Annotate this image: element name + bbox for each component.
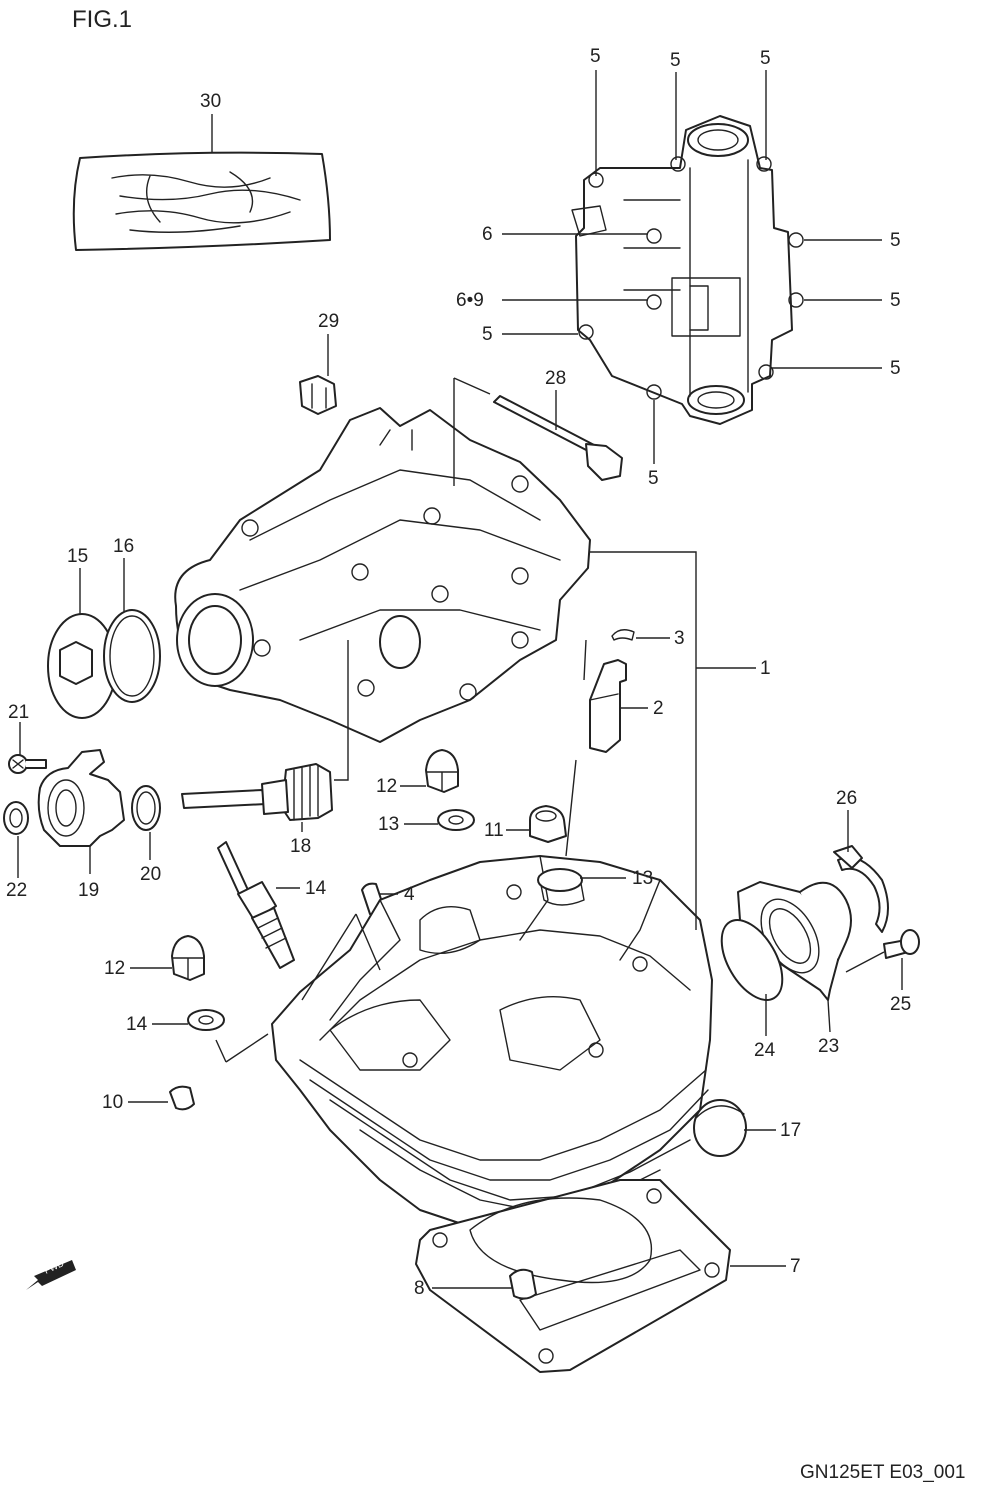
figure-title: FIG.1: [72, 6, 132, 33]
leader-lines: [17, 70, 903, 1289]
washer-14-upper: [437, 809, 475, 831]
callout-15: 14: [305, 878, 327, 899]
callout-6-9: 6•9: [456, 290, 484, 311]
callout-25: 24: [754, 1040, 776, 1061]
callout-5-h: 5: [648, 468, 659, 489]
o-ring-13: [537, 868, 583, 892]
callout-18: 17: [780, 1120, 801, 1141]
callout-5-a: 5: [590, 46, 601, 67]
valve-guide-2: [589, 659, 627, 753]
housing-20: [37, 749, 125, 847]
callout-2: 2: [653, 698, 664, 719]
fwd-arrow-icon: FWD: [26, 1258, 76, 1290]
cap-nut-12-upper: [425, 749, 459, 793]
callout-16: 15: [67, 546, 88, 567]
callout-30: 30: [200, 91, 221, 112]
plug-10: [169, 1085, 195, 1111]
callout-14-upper: 13: [378, 814, 399, 835]
o-ring-17: [103, 609, 161, 703]
cap-nut-12-lower: [171, 935, 205, 981]
clip-3: [611, 629, 635, 641]
callout-20: 19: [78, 880, 99, 901]
washer-14-lower: [187, 1009, 225, 1031]
o-ring-25: [720, 919, 784, 1001]
callout-26: 25: [890, 994, 911, 1015]
callout-5-g: 5: [890, 358, 901, 379]
bolt-28: [493, 395, 623, 481]
callout-3: 3: [674, 628, 685, 649]
screw-26: [883, 929, 920, 959]
figure-code: GN125ET E03_001: [800, 1462, 966, 1483]
callout-17: 16: [113, 536, 134, 557]
gasket-set-bag: [72, 151, 331, 251]
dowel-pin-8: [509, 1268, 537, 1300]
callout-12-lower: 12: [104, 958, 125, 979]
callout-28: 28: [545, 368, 566, 389]
cylinder-head-cover: [174, 407, 591, 743]
callout-10: 10: [102, 1092, 123, 1113]
callout-6: 6: [482, 224, 493, 245]
callout-5-f: 5: [890, 290, 901, 311]
screw-22: [8, 754, 47, 774]
plug-23: [3, 801, 29, 835]
callouts: 30 29 28 15 16 21 22 19 20 18 14 12 13 1…: [6, 46, 911, 1299]
plug-18: [693, 1099, 747, 1157]
gear-shaft-19: [181, 763, 333, 821]
callout-12-upper: 12: [376, 776, 397, 797]
callout-21: 20: [140, 864, 161, 885]
callout-27: 26: [836, 788, 857, 809]
callout-5-e: 5: [890, 230, 901, 251]
callout-5-c: 5: [760, 48, 771, 69]
callout-5-b: 5: [670, 50, 681, 71]
callout-4: 4: [404, 884, 415, 905]
cylinder-head: [271, 855, 713, 1231]
intake-pipe-24: [737, 881, 852, 1001]
callout-13: 13: [632, 868, 653, 889]
nut-11: [529, 805, 567, 843]
callout-23: 22: [6, 880, 27, 901]
callout-1: 1: [760, 658, 771, 679]
o-ring-21: [131, 785, 161, 831]
callout-24: 23: [818, 1036, 839, 1057]
clamp-27: [833, 845, 889, 933]
callout-29: 29: [318, 311, 339, 332]
callout-14-lower: 14: [126, 1014, 148, 1035]
spark-plug-15: [217, 841, 295, 969]
cover-bottom-view: [571, 115, 804, 425]
callout-11: 11: [484, 820, 504, 841]
callout-19: 18: [290, 836, 311, 857]
callout-5-d: 5: [482, 324, 493, 345]
cap-nut-29: [299, 375, 337, 415]
callout-7: 7: [790, 1256, 801, 1277]
callout-22: 21: [8, 702, 29, 723]
callout-8: 8: [414, 1278, 425, 1299]
head-gasket-7: [415, 1179, 731, 1373]
